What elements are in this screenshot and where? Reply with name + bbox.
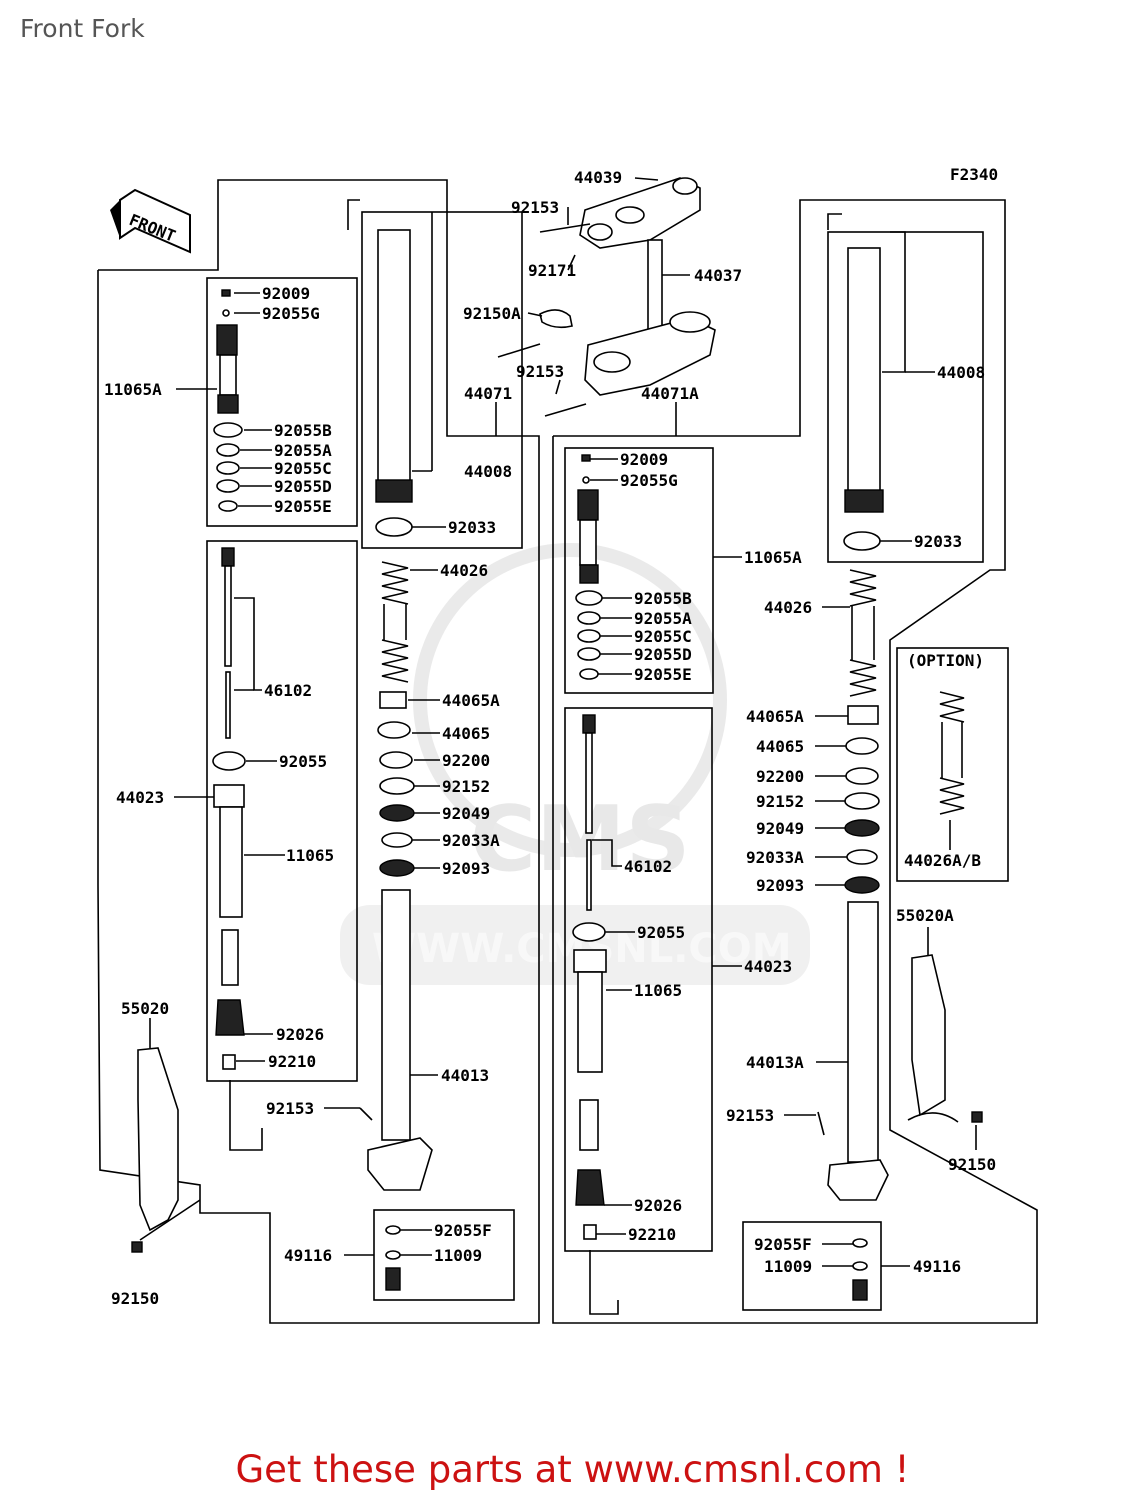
assembly-outlines bbox=[97, 179, 1038, 1324]
part-label-49116-right: 49116 bbox=[913, 1257, 961, 1276]
part-label-92150A: 92150A bbox=[463, 304, 521, 323]
part-label-44013A-right: 44013A bbox=[746, 1053, 804, 1072]
part-label-11065A-right: 11065A bbox=[744, 548, 802, 567]
part-label-44071A: 44071A bbox=[641, 384, 699, 403]
part-label-44037: 44037 bbox=[694, 266, 742, 285]
part-label-92153-right: 92153 bbox=[726, 1106, 774, 1125]
part-label-11009-right: 11009 bbox=[764, 1257, 812, 1276]
part-label-92033-right: 92033 bbox=[914, 532, 962, 551]
part-label-92055-right: 92055 bbox=[637, 923, 685, 942]
part-label-92033A-left: 92033A bbox=[442, 831, 500, 850]
part-labels: 44039 92153 92171 44037 92150A 92153 440… bbox=[104, 168, 996, 1308]
part-label-92009-left: 92009 bbox=[262, 284, 310, 303]
part-label-44026-right: 44026 bbox=[764, 598, 812, 617]
part-label-92055C-left: 92055C bbox=[274, 459, 332, 478]
part-label-44026AB: 44026A/B bbox=[904, 851, 981, 870]
part-label-92055-left: 92055 bbox=[279, 752, 327, 771]
part-label-92055G-left: 92055G bbox=[262, 304, 320, 323]
part-label-44023-left: 44023 bbox=[116, 788, 164, 807]
part-label-92049-left: 92049 bbox=[442, 804, 490, 823]
part-label-92152-right: 92152 bbox=[756, 792, 804, 811]
front-arrow-icon: FRONT bbox=[110, 188, 191, 254]
part-label-92055E-left: 92055E bbox=[274, 497, 332, 516]
part-label-55020A: 55020A bbox=[896, 906, 954, 925]
part-label-92026-right: 92026 bbox=[634, 1196, 682, 1215]
part-label-11009-left: 11009 bbox=[434, 1246, 482, 1265]
right-fork-parts bbox=[572, 247, 983, 1301]
option-label: (OPTION) bbox=[907, 651, 984, 670]
part-label-92150-right: 92150 bbox=[948, 1155, 996, 1174]
part-label-46102-left: 46102 bbox=[264, 681, 312, 700]
part-label-92055B-right: 92055B bbox=[634, 589, 692, 608]
part-label-11065-right: 11065 bbox=[634, 981, 682, 1000]
part-label-44039: 44039 bbox=[574, 168, 622, 187]
part-label-92055A-right: 92055A bbox=[634, 609, 692, 628]
part-label-92055D-left: 92055D bbox=[274, 477, 332, 496]
part-label-92200-right: 92200 bbox=[756, 767, 804, 786]
part-label-44023-right: 44023 bbox=[744, 957, 792, 976]
part-label-11065-left: 11065 bbox=[286, 846, 334, 865]
part-label-44013-left: 44013 bbox=[441, 1066, 489, 1085]
part-label-92033-left: 92033 bbox=[448, 518, 496, 537]
part-label-49116-left: 49116 bbox=[284, 1246, 332, 1265]
part-label-92055B-left: 92055B bbox=[274, 421, 332, 440]
part-label-92055D-right: 92055D bbox=[634, 645, 692, 664]
part-label-92049-right: 92049 bbox=[756, 819, 804, 838]
part-label-92152-left: 92152 bbox=[442, 777, 490, 796]
part-label-46102-right: 46102 bbox=[624, 857, 672, 876]
part-label-55020: 55020 bbox=[121, 999, 169, 1018]
part-label-92055A-left: 92055A bbox=[274, 441, 332, 460]
leader-lines bbox=[149, 177, 977, 1267]
figure-code: F2340 bbox=[950, 165, 998, 184]
watermark-text: CMS bbox=[470, 787, 690, 892]
part-label-92153-upper: 92153 bbox=[511, 198, 559, 217]
part-label-92200-left: 92200 bbox=[442, 751, 490, 770]
left-fork-parts bbox=[131, 229, 433, 1291]
part-label-44065-right: 44065 bbox=[756, 737, 804, 756]
cta-link[interactable]: Get these parts at www.cmsnl.com ! bbox=[235, 1448, 910, 1491]
part-label-92055C-right: 92055C bbox=[634, 627, 692, 646]
part-label-92153-lower: 92153 bbox=[516, 362, 564, 381]
part-label-92055G-right: 92055G bbox=[620, 471, 678, 490]
part-label-92210-right: 92210 bbox=[628, 1225, 676, 1244]
part-label-44026-left: 44026 bbox=[440, 561, 488, 580]
part-label-11065A-left: 11065A bbox=[104, 380, 162, 399]
part-label-44065-left: 44065 bbox=[442, 724, 490, 743]
part-label-92171: 92171 bbox=[528, 261, 576, 280]
part-label-92055F-right: 92055F bbox=[754, 1235, 812, 1254]
part-label-92009-right: 92009 bbox=[620, 450, 668, 469]
part-label-92153-left: 92153 bbox=[266, 1099, 314, 1118]
part-label-92093-left: 92093 bbox=[442, 859, 490, 878]
part-label-92210-left: 92210 bbox=[268, 1052, 316, 1071]
part-label-92055E-right: 92055E bbox=[634, 665, 692, 684]
part-label-92055F-left: 92055F bbox=[434, 1221, 492, 1240]
part-label-44071: 44071 bbox=[464, 384, 512, 403]
page-title: Front Fork bbox=[20, 14, 145, 43]
part-label-92093-right: 92093 bbox=[756, 876, 804, 895]
part-label-44008-right: 44008 bbox=[937, 363, 985, 382]
part-label-44065A-left: 44065A bbox=[442, 691, 500, 710]
part-label-92150-left: 92150 bbox=[111, 1289, 159, 1308]
part-label-44008-left: 44008 bbox=[464, 462, 512, 481]
part-label-44065A-right: 44065A bbox=[746, 707, 804, 726]
part-label-92033A-right: 92033A bbox=[746, 848, 804, 867]
triple-clamp-assembly bbox=[497, 177, 716, 417]
part-label-92026-left: 92026 bbox=[276, 1025, 324, 1044]
